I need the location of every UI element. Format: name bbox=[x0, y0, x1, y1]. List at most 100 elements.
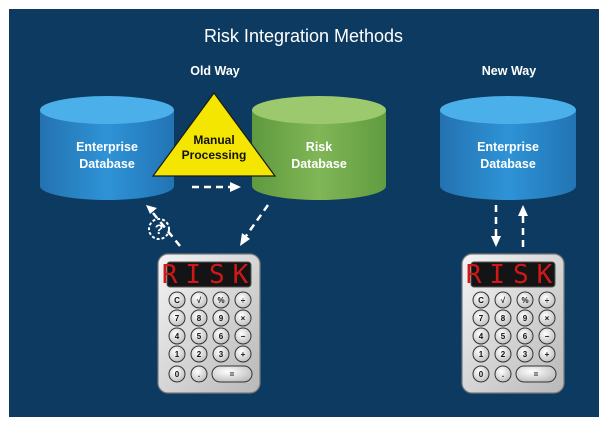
new-calc-key-label: . bbox=[501, 369, 505, 379]
new-calc-key-label: ÷ bbox=[544, 295, 550, 305]
old-calc-key-label: 2 bbox=[196, 349, 202, 359]
manual-line1: Manual bbox=[193, 133, 235, 147]
old-calc-key-label: ÷ bbox=[240, 295, 246, 305]
old-calc-key-label: × bbox=[240, 313, 246, 323]
old-calc-key-label: = bbox=[229, 369, 235, 379]
question-mark-icon: ? bbox=[154, 221, 164, 237]
risk-db-line2: Database bbox=[291, 157, 347, 171]
old-calc-key-label: C bbox=[174, 295, 180, 305]
old-calc-key-label: − bbox=[240, 331, 246, 341]
new-calc-key-label: 4 bbox=[478, 331, 484, 341]
new-calc-key bbox=[472, 365, 490, 383]
new-calc-key-label: % bbox=[521, 295, 529, 305]
old-calc-key bbox=[168, 327, 186, 345]
old-calc-key bbox=[212, 345, 230, 363]
new-calc-key bbox=[516, 291, 534, 309]
new-calc-key-label: 6 bbox=[522, 331, 528, 341]
old-calc-key bbox=[212, 327, 230, 345]
old-calc-key-label: √ bbox=[196, 295, 202, 305]
new-calc-key bbox=[516, 309, 534, 327]
new-calc-key bbox=[472, 345, 490, 363]
new-calc-key-label: 9 bbox=[522, 313, 528, 323]
new-calc-key bbox=[472, 327, 490, 345]
dashed-arrow-risk-to-calc bbox=[240, 204, 270, 246]
manual-processing-label: Manual Processing bbox=[169, 133, 259, 163]
new-calculator-screen bbox=[470, 261, 556, 288]
old-calc-key-label: % bbox=[217, 295, 225, 305]
new-calc-key-label: √ bbox=[500, 295, 506, 305]
dashed-arrow-to-risk bbox=[192, 182, 241, 192]
old-calc-key bbox=[234, 291, 252, 309]
new-calc-key bbox=[494, 327, 512, 345]
new-enterprise-line1: Enterprise bbox=[477, 140, 539, 154]
old-calc-key-label: 3 bbox=[218, 349, 224, 359]
old-calc-key bbox=[168, 291, 186, 309]
old-calc-key-label: 7 bbox=[174, 313, 180, 323]
old-calc-key-label: 9 bbox=[218, 313, 224, 323]
new-calc-key-label: = bbox=[533, 369, 539, 379]
old-calc-key bbox=[190, 327, 208, 345]
manual-processing-triangle bbox=[151, 91, 277, 177]
dashed-arrow-up bbox=[518, 205, 528, 247]
new-calc-key bbox=[538, 309, 556, 327]
new-calculator-display: RISK bbox=[465, 259, 561, 290]
old-calc-key bbox=[168, 365, 186, 383]
new-calc-key bbox=[472, 291, 490, 309]
old-calculator-display: RISK bbox=[161, 259, 257, 290]
old-calc-key-label: 5 bbox=[196, 331, 202, 341]
new-calc-key bbox=[515, 365, 557, 383]
diagram-title: Risk Integration Methods bbox=[203, 26, 404, 46]
new-calc-key-label: 8 bbox=[500, 313, 506, 323]
new-calc-key-label: C bbox=[478, 295, 484, 305]
new-calc-key-label: 7 bbox=[478, 313, 484, 323]
new-calc-key bbox=[494, 365, 512, 383]
old-calc-key bbox=[212, 291, 230, 309]
new-calc-key-label: 1 bbox=[478, 349, 484, 359]
new-calc-key bbox=[472, 309, 490, 327]
new-calc-key bbox=[494, 309, 512, 327]
risk-database-cylinder bbox=[252, 96, 386, 200]
new-calc-key bbox=[538, 327, 556, 345]
new-calc-key bbox=[538, 291, 556, 309]
new-calc-key-label: 3 bbox=[522, 349, 528, 359]
old-calc-key-label: 8 bbox=[196, 313, 202, 323]
new-calc-key bbox=[494, 345, 512, 363]
new-calc-key-label: 2 bbox=[500, 349, 506, 359]
old-calc-key bbox=[234, 345, 252, 363]
old-calc-key-label: . bbox=[197, 369, 201, 379]
old-calc-key bbox=[190, 345, 208, 363]
new-calc-key-label: × bbox=[544, 313, 550, 323]
old-calc-key bbox=[234, 309, 252, 327]
old-enterprise-database-label: Enterprise Database bbox=[52, 139, 162, 173]
new-calc-key-label: − bbox=[544, 331, 550, 341]
old-calc-key-label: 4 bbox=[174, 331, 180, 341]
dashed-arrow-calc-to-enterprise bbox=[146, 205, 181, 247]
old-calc-key bbox=[211, 365, 253, 383]
risk-database-label: Risk Database bbox=[264, 139, 374, 173]
calculator-new-way bbox=[461, 253, 565, 394]
new-calc-key bbox=[516, 327, 534, 345]
old-calc-key-label: + bbox=[240, 349, 246, 359]
new-calc-key bbox=[538, 345, 556, 363]
old-enterprise-database-cylinder bbox=[40, 96, 174, 200]
new-way-heading: New Way bbox=[481, 64, 537, 78]
new-calc-key-label: + bbox=[544, 349, 550, 359]
calculator-old-way bbox=[157, 253, 261, 394]
old-enterprise-line2: Database bbox=[79, 157, 135, 171]
new-calc-key bbox=[516, 345, 534, 363]
question-mark-circle bbox=[148, 218, 170, 240]
old-calculator-screen bbox=[166, 261, 252, 288]
new-enterprise-line2: Database bbox=[480, 157, 536, 171]
old-calc-key-label: 1 bbox=[174, 349, 180, 359]
new-calc-key-label: 0 bbox=[478, 369, 484, 379]
new-enterprise-database-label: Enterprise Database bbox=[453, 139, 563, 173]
old-calc-key bbox=[190, 365, 208, 383]
old-enterprise-line1: Enterprise bbox=[76, 140, 138, 154]
risk-db-line1: Risk bbox=[305, 140, 333, 154]
old-calc-key bbox=[190, 309, 208, 327]
old-calc-key bbox=[212, 309, 230, 327]
old-calc-key bbox=[168, 345, 186, 363]
old-calc-key-label: 0 bbox=[174, 369, 180, 379]
old-way-heading: Old Way bbox=[190, 64, 240, 78]
